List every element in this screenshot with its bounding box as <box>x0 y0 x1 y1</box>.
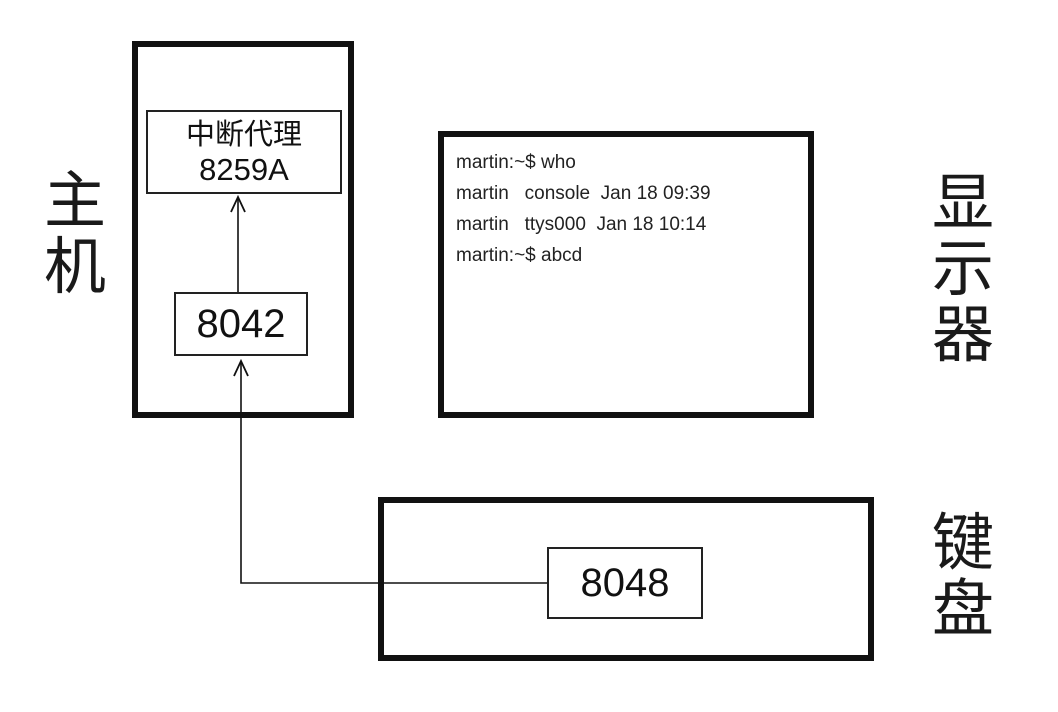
interrupt-controller-title: 中断代理 <box>185 117 302 151</box>
terminal-line: martin ttys000 Jan 18 10:14 <box>456 214 707 235</box>
arrow-8048-to-8042 <box>240 362 547 584</box>
display-label-char-3: 器 <box>931 298 994 371</box>
host-label: 主 机 <box>40 168 110 300</box>
terminal-output: martin:~$ who martin console Jan 18 09:3… <box>456 147 711 271</box>
interrupt-controller-chip: 8259A <box>199 152 289 187</box>
keyboard-label-char-2: 盘 <box>931 572 994 645</box>
host-label-char-2: 机 <box>43 230 106 303</box>
display-label: 显 示 器 <box>928 170 998 368</box>
display-box <box>438 131 814 418</box>
display-label-char-2: 示 <box>931 232 994 305</box>
keyboard-label-char-1: 键 <box>931 506 994 579</box>
terminal-line: martin:~$ abcd <box>456 245 583 266</box>
terminal-line: martin console Jan 18 09:39 <box>456 183 711 204</box>
terminal-line: martin:~$ who <box>456 152 576 173</box>
display-label-char-1: 显 <box>931 166 994 239</box>
keyboard-label: 键 盘 <box>928 510 998 642</box>
keyboard-encoder-box: 8048 <box>547 547 703 619</box>
arrowhead-up-icon <box>233 358 249 377</box>
keyboard-encoder-chip: 8048 <box>580 560 670 605</box>
keyboard-controller-chip: 8042 <box>196 301 286 346</box>
keyboard-controller-box: 8042 <box>174 292 308 356</box>
interrupt-controller-box: 中断代理 8259A <box>146 110 342 194</box>
arrowhead-up-icon <box>230 194 246 213</box>
host-label-char-1: 主 <box>43 164 106 237</box>
